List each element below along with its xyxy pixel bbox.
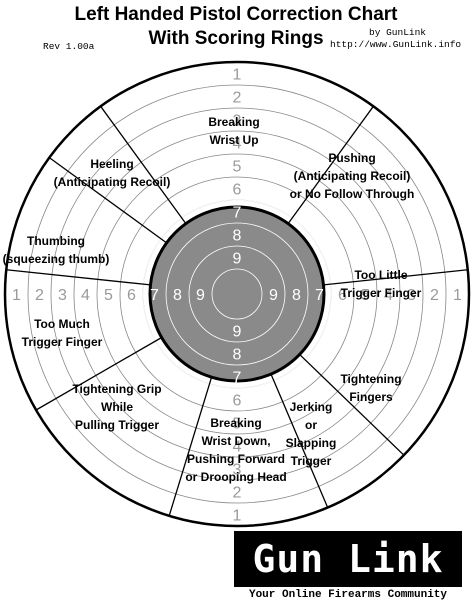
score-label-right-2: 2 [430,287,439,304]
segment-divider-2 [287,105,374,224]
segment-label-heeling-line-1: Heeling [90,157,133,171]
segment-divider-5 [270,373,329,508]
score-label-top-3: 3 [233,113,242,130]
segment-label-pushing-line-3: or No Follow Through [290,187,415,201]
score-label-bottom-6: 6 [233,393,242,410]
score-label-left-3: 3 [58,287,67,304]
segment-label-breaking-wrist-down-line-1: Breaking [210,416,261,430]
score-label-left-4: 4 [81,287,90,304]
score-label-bottom-7: 7 [233,370,242,387]
segment-label-jerking-line-1: Jerking [290,400,333,414]
segment-label-pushing-line-1: Pushing [328,151,375,165]
score-label-top-4: 4 [233,136,242,153]
segment-label-pushing-line-2: (Anticipating Recoil) [294,169,411,183]
inner-ring-7 [142,199,332,389]
score-label-right-9: 9 [269,287,278,304]
segment-label-tightening-grip-line-2: While [101,400,133,414]
segment-label-tightening-grip-line-3: Pulling Trigger [75,418,159,432]
segment-label-too-much-trigger-finger-line-1: Too Much [34,317,90,331]
score-label-bottom-5: 5 [233,416,242,433]
score-label-top-8: 8 [233,228,242,245]
score-label-right-4: 4 [384,287,393,304]
segment-divider-8 [6,269,151,286]
inner-ring-9 [188,245,286,343]
revision-label: Rev 1.00a [43,41,95,52]
score-label-right-1: 1 [453,287,462,304]
scoring-ring-4 [73,130,401,458]
title-line-2: With Scoring Rings [148,28,324,49]
score-label-right-8: 8 [292,287,301,304]
score-label-left-1: 1 [12,287,21,304]
scoring-ring-3 [50,107,424,481]
score-label-top-7: 7 [233,205,242,222]
segment-label-tightening-fingers-line-1: Tightening [340,372,401,386]
segment-dividers [6,105,468,517]
score-label-right-5: 5 [361,287,370,304]
segment-divider-7 [35,336,162,411]
score-label-left-2: 2 [35,287,44,304]
score-label-top-5: 5 [233,159,242,176]
scoring-ring-5 [96,153,378,435]
segment-divider-9 [48,157,167,244]
score-label-top-9: 9 [233,251,242,268]
segment-divider-1 [100,105,187,224]
segment-label-tightening-fingers-line-2: Fingers [349,390,393,404]
score-label-left-5: 5 [104,287,113,304]
source-url[interactable]: http://www.GunLink.info [330,39,462,50]
byline: by GunLink [369,27,427,38]
segment-label-breaking-wrist-down-line-4: or Drooping Head [185,470,286,484]
score-label-bottom-1: 1 [233,508,242,525]
segment-label-breaking-wrist-down-line-3: Pushing Forward [187,452,285,466]
segment-divider-3 [323,269,468,286]
segment-label-too-much-trigger-finger-line-2: Trigger Finger [22,335,103,349]
segment-label-thumbing-line-2: (squeezing thumb) [3,252,110,266]
logo-wordmark: Gun Link [252,537,444,581]
segment-label-breaking-wrist-down-line-2: Wrist Down, [201,434,270,448]
score-label-left-8: 8 [173,287,182,304]
inner-ring-10 [211,268,263,320]
score-label-bottom-2: 2 [233,485,242,502]
segment-label-jerking-line-3: Slapping [286,436,337,450]
segment-divider-4 [299,353,405,456]
score-label-bottom-3: 3 [233,462,242,479]
segment-label-breaking-wrist-up-line-1: Breaking [208,115,259,129]
logo-tagline: Your Online Firearms Community [248,589,448,601]
segment-label-thumbing-line-1: Thumbing [27,234,85,248]
score-label-bottom-8: 8 [233,347,242,364]
score-label-left-9: 9 [196,287,205,304]
score-label-bottom-4: 4 [233,439,242,456]
score-label-bottom-9: 9 [233,324,242,341]
score-label-left-6: 6 [127,287,136,304]
score-label-top-1: 1 [233,67,242,84]
chart-title: Left Handed Pistol Correction Chart With… [0,3,472,51]
score-label-right-7: 7 [315,287,324,304]
segment-divider-6 [168,377,213,517]
title-line-1: Left Handed Pistol Correction Chart [74,4,398,25]
segment-label-jerking-line-2: or [305,418,317,432]
segment-label-heeling-line-2: (Anticipating Recoil) [54,175,171,189]
gunlink-logo[interactable]: Gun Link [234,531,462,587]
segment-label-too-little-trigger-finger-line-1: Too Little [354,268,407,282]
score-label-top-2: 2 [233,90,242,107]
inner-ring-8 [165,222,309,366]
segment-label-too-little-trigger-finger-line-2: Trigger Finger [341,286,422,300]
score-label-right-6: 6 [338,287,347,304]
score-label-top-6: 6 [233,182,242,199]
segment-label-breaking-wrist-up-line-2: Wrist Up [209,133,258,147]
scoring-ring-6 [119,176,355,412]
score-label-left-7: 7 [150,287,159,304]
scoring-ring-2 [27,84,447,504]
scoring-rings [3,60,471,528]
segment-label-jerking-line-4: Trigger [291,454,332,468]
score-label-right-3: 3 [407,287,416,304]
segment-label-tightening-grip-line-1: Tightening Grip [72,382,161,396]
black-bullseye [148,205,326,383]
